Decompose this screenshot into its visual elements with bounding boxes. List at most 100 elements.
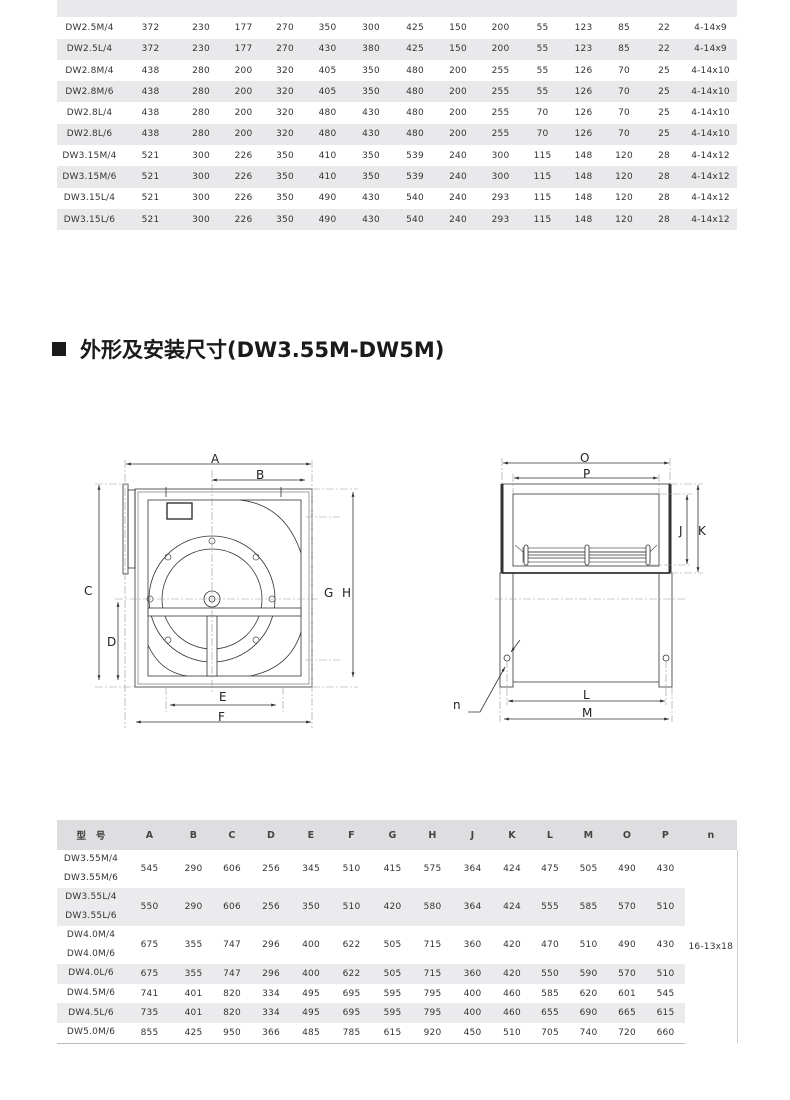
value-cell: 490 xyxy=(318,193,337,204)
value-cell: 820 xyxy=(223,988,241,999)
value-cell: 795 xyxy=(413,1003,452,1024)
value-cell: 290 xyxy=(184,864,203,874)
value-cell: 123 xyxy=(574,22,593,33)
value-cell: 28 xyxy=(658,150,670,161)
value-cell: 200 xyxy=(234,65,253,76)
value-cell: 200 xyxy=(234,108,253,119)
value-cell: 420 xyxy=(503,940,521,950)
value-cell: 226 xyxy=(223,208,264,231)
value-cell: 747 xyxy=(213,964,251,984)
value-cell: 480 xyxy=(406,108,424,119)
value-cell: 126 xyxy=(563,123,604,146)
value-cell: 200 xyxy=(491,22,510,33)
value-cell: 705 xyxy=(531,1023,569,1044)
value-cell: 510 xyxy=(579,940,598,950)
value-cell: 70 xyxy=(618,108,630,119)
value-cell: 675 xyxy=(140,940,159,950)
value-cell: 200 xyxy=(449,65,467,76)
dim-label-c: C xyxy=(84,584,92,598)
value-cell: 550 xyxy=(531,964,569,984)
value-cell: 521 xyxy=(122,208,179,231)
value-cell: 480 xyxy=(406,65,424,76)
value-cell: 510 xyxy=(646,888,685,926)
value-cell: 470 xyxy=(541,940,559,950)
value-cell: 115 xyxy=(533,150,552,161)
dim-label-d: D xyxy=(107,635,116,649)
value-cell: 400 xyxy=(291,964,331,984)
square-bullet-icon xyxy=(52,342,66,356)
column-header: O xyxy=(608,820,646,850)
value-cell: 70 xyxy=(536,108,549,119)
model-cell: DW3.15L/6 xyxy=(57,208,122,231)
value-cell: 350 xyxy=(291,888,331,926)
value-cell: 410 xyxy=(318,150,337,161)
model-cell: DW2.5M/4 xyxy=(65,22,114,33)
value-cell: 510 xyxy=(342,864,361,874)
value-cell: 115 xyxy=(533,193,552,204)
value-cell: 255 xyxy=(479,123,522,146)
value-cell: 606 xyxy=(223,864,241,874)
value-cell: 25 xyxy=(658,108,670,119)
value-cell: 126 xyxy=(574,65,593,76)
value-cell: 430 xyxy=(349,208,393,231)
value-cell: 366 xyxy=(251,1023,291,1044)
value-cell: 320 xyxy=(276,108,294,119)
value-cell: 126 xyxy=(563,81,604,103)
value-cell: 425 xyxy=(393,38,437,60)
value-cell: 438 xyxy=(141,65,160,76)
value-cell: 675 xyxy=(125,964,174,984)
value-cell: 430 xyxy=(656,864,675,874)
value-cell: 820 xyxy=(213,1003,251,1024)
model-cell: DW4.5M/6 xyxy=(57,984,125,1004)
value-cell: 740 xyxy=(569,1023,608,1044)
value-cell: 490 xyxy=(306,208,349,231)
value-cell: 505 xyxy=(383,940,402,950)
dim-label-j: J xyxy=(678,524,683,538)
value-cell: 355 xyxy=(184,940,203,950)
value-cell: 855 xyxy=(125,1023,174,1044)
value-cell: 240 xyxy=(437,208,479,231)
value-cell: 430 xyxy=(349,123,393,146)
value-cell: 255 xyxy=(491,65,510,76)
value-cell: 85 xyxy=(618,22,630,33)
value-cell: 360 xyxy=(452,964,493,984)
value-cell: 606 xyxy=(213,888,251,926)
value-cell: 4-14x10 xyxy=(684,81,737,103)
value-cell: 372 xyxy=(122,38,179,60)
value-cell: 747 xyxy=(223,940,241,950)
dim-label-b: B xyxy=(256,468,264,482)
model-name: DW4.0M/4 xyxy=(66,930,116,940)
value-cell: 334 xyxy=(251,1003,291,1024)
value-cell: 4-14x12 xyxy=(691,193,730,204)
value-cell: 460 xyxy=(493,1003,531,1024)
column-header: H xyxy=(413,820,452,850)
model-cell: DW2.8L/4 xyxy=(66,108,113,119)
value-cell: 521 xyxy=(141,193,160,204)
value-cell: 280 xyxy=(192,108,210,119)
value-cell: 580 xyxy=(413,888,452,926)
value-cell: 150 xyxy=(449,22,467,33)
column-header: D xyxy=(251,820,291,850)
value-cell: 240 xyxy=(449,150,467,161)
value-cell: 320 xyxy=(276,65,294,76)
value-cell: 410 xyxy=(306,166,349,188)
value-cell: 400 xyxy=(452,1003,493,1024)
model-name: DW4.5L/6 xyxy=(68,1007,114,1018)
front-view-drawing: A B C D E F G H xyxy=(84,452,358,728)
model-cell: DW3.15L/4 xyxy=(63,193,116,204)
dim-label-h: H xyxy=(342,586,351,600)
value-cell: 177 xyxy=(223,38,264,60)
column-header: J xyxy=(452,820,493,850)
dim-label-p: P xyxy=(583,467,590,481)
dim-label-m: M xyxy=(582,706,592,720)
value-cell: 595 xyxy=(372,1003,413,1024)
value-cell: 4-14x12 xyxy=(691,150,730,161)
value-cell: 148 xyxy=(574,193,593,204)
value-cell: 120 xyxy=(604,208,644,231)
value-cell: 590 xyxy=(569,964,608,984)
